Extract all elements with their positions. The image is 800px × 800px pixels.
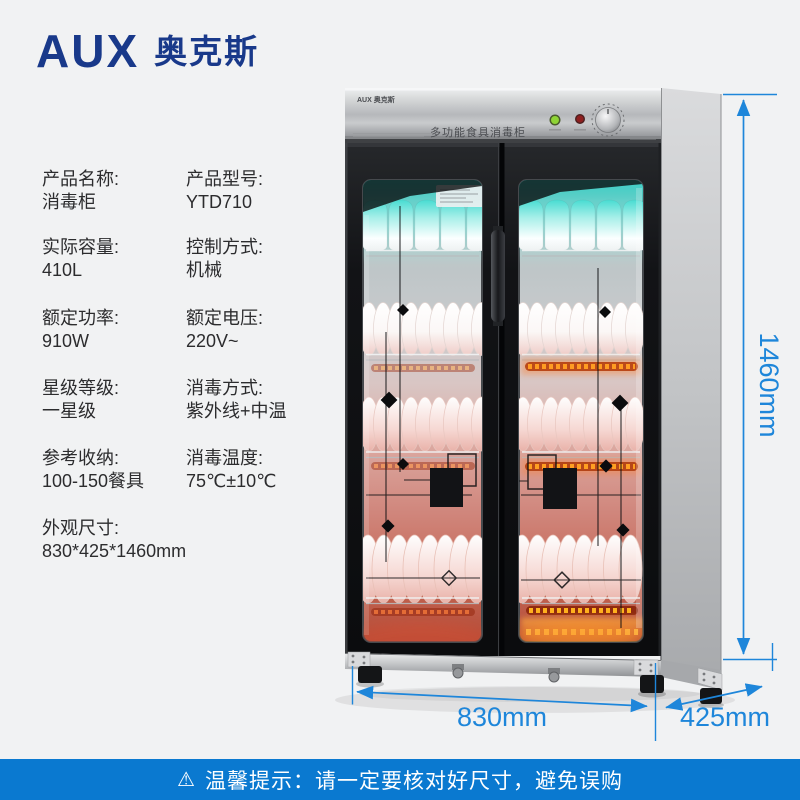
spec-value: 410L xyxy=(42,260,83,280)
dimension-height xyxy=(723,93,777,661)
spec-label: 产品型号: xyxy=(186,169,264,189)
warning-icon: ⚠ xyxy=(177,768,196,791)
right-door-glass xyxy=(518,179,644,643)
indicator-led-red xyxy=(574,114,586,131)
heating-tube xyxy=(521,358,641,375)
dimension-width-label: 830mm xyxy=(457,702,547,732)
spec-label: 星级等级: xyxy=(42,378,120,398)
spec-label: 消毒方式: xyxy=(186,378,264,398)
wire-shelf xyxy=(522,249,640,599)
glass-reflection xyxy=(363,180,482,212)
cabinet-side-panel xyxy=(660,88,722,688)
spec-label: 额定电压: xyxy=(186,308,264,328)
spec-item-control: 控制方式: 机械 xyxy=(186,236,263,282)
brand-logo-chinese: 奥克斯 xyxy=(154,32,260,70)
spec-value: YTD710 xyxy=(186,192,253,212)
spec-value: 机械 xyxy=(186,260,222,280)
spec-item-storage: 参考收纳: 100-150餐具 xyxy=(42,447,144,493)
door-handle[interactable] xyxy=(491,226,505,326)
heating-tube xyxy=(371,608,475,616)
panel-title-label: 多功能食具消毒柜 xyxy=(430,125,526,139)
spec-item-model: 产品型号: YTD710 xyxy=(186,168,263,214)
indicator-led-green xyxy=(549,114,561,131)
glass-decal-square xyxy=(543,468,577,509)
dimension-depth-label: 425mm xyxy=(680,702,770,732)
spec-item-product-name: 产品名称: 消毒柜 xyxy=(42,168,119,214)
spec-item-size: 外观尺寸: 830*425*1460mm xyxy=(42,517,186,563)
spec-label: 参考收纳: xyxy=(42,448,120,468)
brand-logo-text: AUX xyxy=(36,25,140,77)
footer-notice-banner: ⚠ 温馨提示：请一定要核对好尺寸，避免误购 xyxy=(0,759,800,800)
heating-tube xyxy=(526,606,638,615)
spec-item-voltage: 额定电压: 220V~ xyxy=(186,307,263,353)
cabinet-top-panel: AUX 奥克斯 多功能食具消毒柜 xyxy=(345,88,661,143)
spec-value: 一星级 xyxy=(42,401,96,421)
plate-row xyxy=(363,396,482,452)
plate-row xyxy=(363,302,482,356)
heating-tube xyxy=(371,364,475,372)
spec-value: 830*425*1460mm xyxy=(42,541,187,561)
dimension-height-label: 1460mm xyxy=(754,332,784,437)
spec-value: 910W xyxy=(42,331,90,351)
plate-row xyxy=(363,534,482,604)
spec-item-capacity: 实际容量: 410L xyxy=(42,236,119,282)
plate-row xyxy=(519,302,643,356)
dimension-annotations xyxy=(351,93,777,741)
caster-wheel xyxy=(452,664,560,683)
cabinet-doors xyxy=(345,143,661,656)
dimension-depth xyxy=(665,643,774,711)
spec-item-method: 消毒方式: 紫外线+中温 xyxy=(186,377,287,423)
bracket-rivets xyxy=(351,654,716,685)
glass-reflection xyxy=(519,180,643,206)
footer-notice-text: 温馨提示：请一定要核对好尺寸，避免误购 xyxy=(204,769,623,793)
control-knob[interactable] xyxy=(591,103,656,140)
panel-brand-label: AUX 奥克斯 xyxy=(357,95,395,104)
dimension-width xyxy=(351,663,657,741)
spec-item-star-level: 星级等级: 一星级 xyxy=(42,377,119,423)
spec-value: 220V~ xyxy=(186,331,239,351)
left-door-glass xyxy=(362,179,483,643)
glass-decal-square xyxy=(430,468,463,507)
cup-row xyxy=(519,199,643,252)
heating-tube xyxy=(521,458,641,475)
brand-logo: AUX 奥克斯 xyxy=(36,28,259,74)
spec-label: 控制方式: xyxy=(186,237,264,257)
spec-item-power: 额定功率: 910W xyxy=(42,307,119,353)
spec-label: 产品名称: xyxy=(42,169,120,189)
wire-shelf xyxy=(366,249,479,599)
spec-value: 75℃±10℃ xyxy=(186,471,277,491)
spec-label: 实际容量: xyxy=(42,237,120,257)
cup-row xyxy=(363,199,482,252)
spec-label: 额定功率: xyxy=(42,308,120,328)
spec-label: 消毒温度: xyxy=(186,448,264,468)
spec-value: 紫外线+中温 xyxy=(186,401,287,421)
spec-value: 消毒柜 xyxy=(42,192,96,212)
plate-row xyxy=(519,534,643,604)
spec-item-temperature: 消毒温度: 75℃±10℃ xyxy=(186,447,276,493)
spec-value: 100-150餐具 xyxy=(42,471,145,491)
spec-label: 外观尺寸: xyxy=(42,518,120,538)
